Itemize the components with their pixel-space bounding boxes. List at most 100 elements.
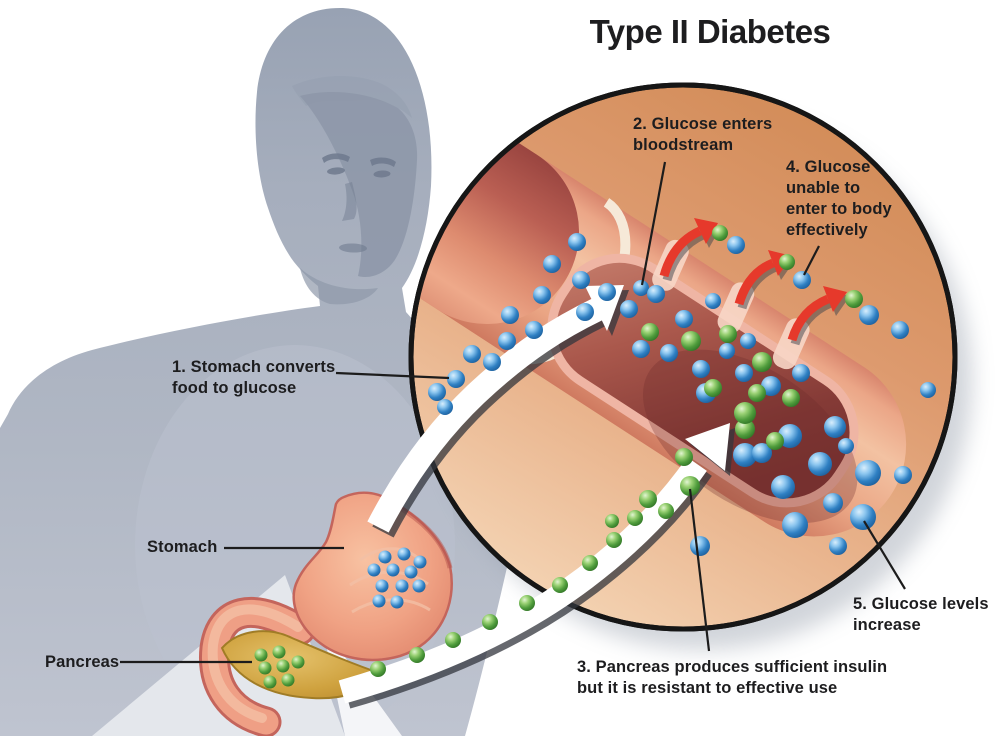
insulin-dot	[712, 225, 728, 241]
insulin-dot	[719, 325, 737, 343]
insulin-dot	[281, 673, 295, 687]
insulin-dot	[482, 614, 498, 630]
glucose-dot	[413, 555, 427, 569]
glucose-dot	[572, 271, 590, 289]
insulin-dot	[291, 655, 305, 669]
glucose-dot	[705, 293, 721, 309]
glucose-dot	[404, 565, 418, 579]
glucose-dot	[375, 579, 389, 593]
glucose-dot	[647, 285, 665, 303]
glucose-dot	[463, 345, 481, 363]
insulin-dot	[272, 645, 286, 659]
neck-shadow	[300, 268, 378, 305]
glucose-dot	[850, 504, 876, 530]
insulin-in-vessel	[641, 323, 800, 450]
glucose-dot	[838, 438, 854, 454]
pointer-step3	[688, 488, 711, 652]
glucose-in-vessel	[598, 280, 936, 556]
insulin-in-pancreas	[254, 645, 305, 689]
face-shadow	[300, 92, 418, 278]
insulin-dot	[445, 632, 461, 648]
insulin-dot	[263, 675, 277, 689]
glucose-dot	[719, 343, 735, 359]
glucose-dot	[498, 332, 516, 350]
glucose-dot	[533, 286, 551, 304]
glucose-dot	[808, 452, 832, 476]
glucose-dot	[859, 305, 879, 325]
page-title: Type II Diabetes	[589, 13, 831, 50]
insulin-dot	[627, 510, 643, 526]
label-step1: 1. Stomach converts food to glucose	[172, 358, 336, 397]
insulin-dot	[658, 503, 674, 519]
glucose-dot	[727, 236, 745, 254]
insulin-to-vessel	[370, 448, 700, 677]
glucose-dot	[428, 383, 446, 401]
insulin-dot	[258, 661, 272, 675]
glucose-dot	[372, 594, 386, 608]
label-step2: 2. Glucose enters bloodstream	[633, 115, 773, 154]
glucose-dot	[692, 360, 710, 378]
insulin-dot	[639, 490, 657, 508]
pointer-step4	[803, 245, 820, 276]
glucose-dot	[891, 321, 909, 339]
glucose-dot	[620, 300, 638, 318]
glucose-dot	[632, 340, 650, 358]
insulin-dot	[735, 419, 755, 439]
glucose-dot	[761, 376, 781, 396]
glucose-dot	[501, 306, 519, 324]
glucose-dot	[386, 563, 400, 577]
magnifier-circle-border	[408, 82, 958, 632]
label-step3: 3. Pancreas produces sufficient insulin …	[577, 658, 888, 697]
glucose-dot	[543, 255, 561, 273]
glucose-dot	[792, 364, 810, 382]
insulin-dot	[681, 331, 701, 351]
insulin-dot	[766, 432, 784, 450]
pointer-step2	[640, 161, 667, 286]
glucose-dot	[690, 536, 710, 556]
face-features	[322, 153, 396, 253]
glucose-dot	[437, 399, 453, 415]
pointer-step5	[863, 520, 906, 590]
insulin-dot	[845, 290, 863, 308]
label-stomach: Stomach	[147, 538, 218, 556]
insulin-dot	[582, 555, 598, 571]
glucose-dot	[483, 353, 501, 371]
glucose-dot	[894, 466, 912, 484]
glucose-dot	[735, 364, 753, 382]
glucose-dot	[920, 382, 936, 398]
molecule-dots	[254, 225, 936, 689]
insulin-flow-arrowhead	[685, 423, 730, 471]
label-pancreas: Pancreas	[45, 653, 120, 671]
glucose-dot	[733, 443, 757, 467]
glucose-dot	[855, 460, 881, 486]
glucose-dot	[568, 233, 586, 251]
red-escape-arrows	[659, 218, 850, 346]
glucose-dot	[576, 303, 594, 321]
insulin-dot	[782, 389, 800, 407]
glucose-dot	[740, 333, 756, 349]
glucose-dot	[782, 512, 808, 538]
glucose-dot	[367, 563, 381, 577]
glucose-dot	[824, 416, 846, 438]
insulin-dot	[276, 659, 290, 673]
glucose-dot	[778, 424, 802, 448]
glucose-dot	[660, 344, 678, 362]
glucose-dot	[378, 550, 392, 564]
glucose-dot	[752, 443, 772, 463]
glucose-in-stomach	[367, 547, 427, 609]
glucose-dot	[793, 271, 811, 289]
insulin-dot	[752, 352, 772, 372]
glucose-dot	[412, 579, 426, 593]
insulin-dot	[641, 323, 659, 341]
glucose-dot	[829, 537, 847, 555]
insulin-dot	[254, 648, 268, 662]
label-step4: 4. Glucose unable to enter to body effec…	[786, 158, 892, 239]
pointer-lines	[120, 161, 906, 664]
insulin-dot	[370, 661, 386, 677]
insulin-dot	[552, 577, 568, 593]
insulin-dot	[734, 402, 756, 424]
duodenum-highlight	[207, 604, 303, 723]
glucose-dot	[447, 370, 465, 388]
